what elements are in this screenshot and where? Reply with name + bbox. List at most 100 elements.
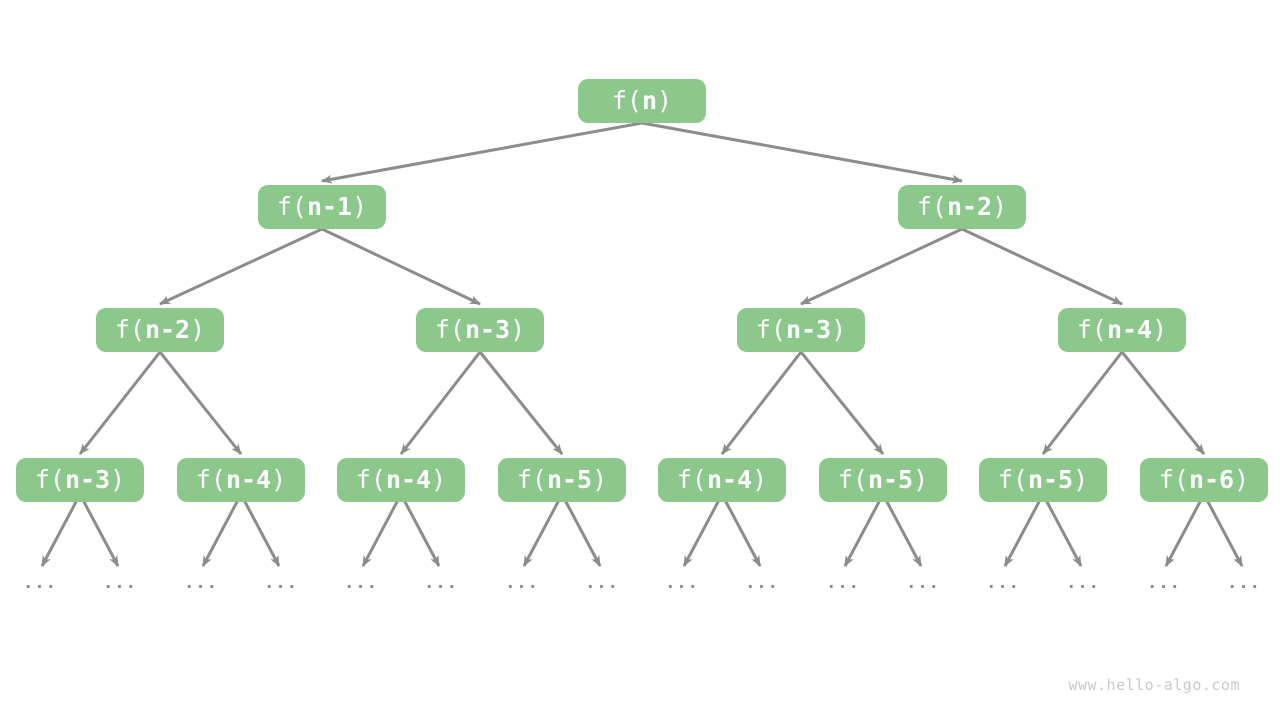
tree-edge-arrow	[682, 499, 721, 567]
node-label-segment: f(	[916, 192, 947, 221]
tree-edge-arrow	[201, 499, 240, 567]
tree-edge-arrow	[1205, 499, 1244, 567]
node-label-segment: )	[831, 315, 847, 344]
tree-edge-arrow	[799, 351, 885, 455]
node-label-segment: n-3	[785, 315, 832, 344]
node-label-segment: n	[641, 86, 658, 115]
tree-node: f(n)	[578, 79, 706, 123]
tree-edge-arrow	[522, 499, 561, 567]
node-label-segment: )	[431, 465, 447, 494]
tree-edge-arrow	[361, 499, 400, 567]
node-label-segment: n-5	[1027, 465, 1074, 494]
node-label-segment: f(	[755, 315, 786, 344]
tree-edge-arrow	[641, 121, 963, 184]
node-label-segment: f(	[276, 192, 307, 221]
tree-edge-arrow	[81, 499, 120, 567]
tree-edge-arrow	[720, 351, 803, 455]
tree-node: f(n-5)	[498, 458, 626, 502]
tree-node: f(n-4)	[658, 458, 786, 502]
tree-edge-arrow	[40, 499, 79, 567]
tree-edge-arrow	[1120, 351, 1206, 455]
tree-edge-arrow	[78, 351, 162, 455]
node-label-segment: )	[190, 315, 206, 344]
tree-edge-arrow	[402, 499, 441, 567]
node-label-segment: )	[110, 465, 126, 494]
node-label-segment: n-4	[225, 465, 272, 494]
tree-edge-arrow	[242, 499, 281, 567]
node-label-segment: )	[1073, 465, 1089, 494]
node-label-segment: f(	[355, 465, 386, 494]
tree-node: f(n-6)	[1140, 458, 1268, 502]
node-label-segment: f(	[195, 465, 226, 494]
node-label-segment: n-2	[946, 192, 993, 221]
tree-edge-arrow	[1041, 351, 1124, 455]
tree-node: f(n-4)	[337, 458, 465, 502]
node-label-segment: )	[352, 192, 368, 221]
tree-edge-arrow	[563, 499, 602, 567]
ellipsis: ...	[986, 573, 1020, 593]
tree-edge-arrow	[1164, 499, 1203, 567]
tree-node: f(n-4)	[177, 458, 305, 502]
tree-node: f(n-5)	[979, 458, 1107, 502]
tree-node: f(n-3)	[16, 458, 144, 502]
node-label-segment: f(	[1158, 465, 1189, 494]
node-label-segment: f(	[676, 465, 707, 494]
ellipsis: ...	[184, 573, 218, 593]
tree-edge-arrow	[723, 499, 762, 567]
node-label-segment: f(	[1076, 315, 1107, 344]
ellipsis: ...	[505, 573, 539, 593]
tree-node: f(n-1)	[258, 185, 386, 229]
ellipsis: ...	[665, 573, 699, 593]
tree-edge-arrow	[961, 227, 1123, 306]
ellipsis: ...	[906, 573, 940, 593]
ellipsis: ...	[264, 573, 298, 593]
node-label-segment: f(	[114, 315, 145, 344]
node-label-segment: n-2	[144, 315, 191, 344]
node-label-segment: f(	[611, 86, 642, 115]
node-label-segment: f(	[837, 465, 868, 494]
node-label-segment: )	[1234, 465, 1250, 494]
node-label-segment: )	[271, 465, 287, 494]
tree-edge-arrow	[321, 121, 643, 184]
tree-node: f(n-2)	[898, 185, 1026, 229]
node-label-segment: )	[657, 86, 673, 115]
node-label-segment: f(	[34, 465, 65, 494]
tree-edge-arrow	[159, 227, 323, 306]
node-label-segment: )	[752, 465, 768, 494]
node-label-segment: n-3	[464, 315, 511, 344]
ellipsis: ...	[424, 573, 458, 593]
tree-node: f(n-3)	[416, 308, 544, 352]
ellipsis: ...	[826, 573, 860, 593]
node-label-segment: n-4	[385, 465, 432, 494]
ellipsis: ...	[1227, 573, 1261, 593]
tree-edge-arrow	[399, 351, 482, 455]
tree-edge-arrow	[800, 227, 963, 306]
node-label-segment: )	[592, 465, 608, 494]
tree-edge-arrow	[158, 351, 243, 455]
tree-node: f(n-3)	[737, 308, 865, 352]
node-label-segment: )	[913, 465, 929, 494]
ellipsis: ...	[1066, 573, 1100, 593]
tree-node: f(n-2)	[96, 308, 224, 352]
node-label-segment: n-6	[1188, 465, 1235, 494]
node-label-segment: n-3	[64, 465, 111, 494]
node-label-segment: )	[992, 192, 1008, 221]
ellipsis: ...	[1147, 573, 1181, 593]
node-label-segment: )	[1152, 315, 1168, 344]
watermark: www.hello-algo.com	[1068, 676, 1240, 694]
node-label-segment: f(	[516, 465, 547, 494]
node-label-segment: n-5	[867, 465, 914, 494]
tree-edge-arrow	[1003, 499, 1042, 567]
node-label-segment: f(	[434, 315, 465, 344]
tree-edge-arrow	[478, 351, 564, 455]
ellipsis: ...	[23, 573, 57, 593]
tree-edge-arrow	[884, 499, 923, 567]
ellipsis: ...	[103, 573, 137, 593]
tree-node: f(n-4)	[1058, 308, 1186, 352]
node-label-segment: n-1	[306, 192, 353, 221]
tree-edge-arrow	[1044, 499, 1083, 567]
node-label-segment: n-5	[546, 465, 593, 494]
tree-node: f(n-5)	[819, 458, 947, 502]
node-label-segment: n-4	[706, 465, 753, 494]
